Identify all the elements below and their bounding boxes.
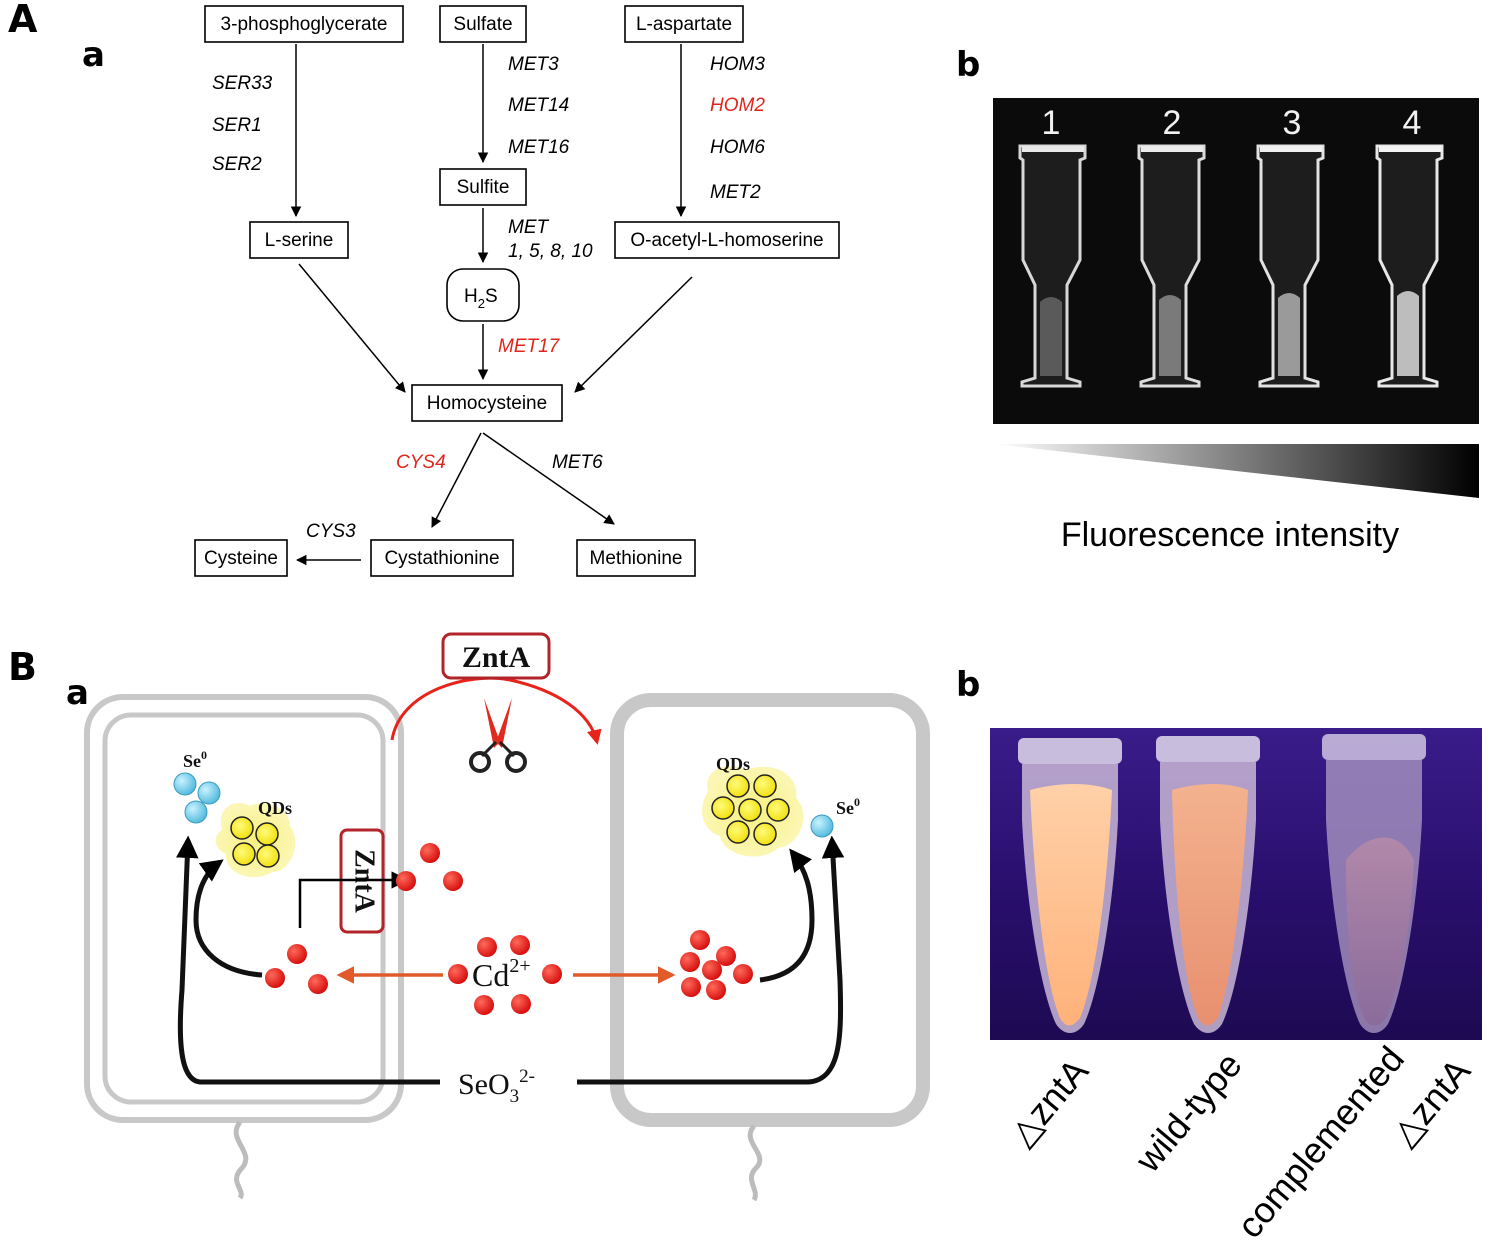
panel-label-B: B bbox=[8, 645, 37, 689]
box-aspartate bbox=[624, 5, 744, 43]
scissors-icon bbox=[469, 698, 527, 773]
tube-photo bbox=[990, 728, 1482, 1040]
label-h2s: H2S bbox=[464, 286, 498, 311]
box-sulfite bbox=[439, 168, 527, 206]
label-homocysteine: Homocysteine bbox=[427, 393, 547, 414]
panel-label-A: A bbox=[8, 0, 38, 41]
se0-cluster-left bbox=[173, 772, 221, 824]
cuvette-3 bbox=[1256, 144, 1325, 388]
gene-met14: MET14 bbox=[508, 95, 569, 116]
tube-1 bbox=[1018, 738, 1122, 1033]
tube-3 bbox=[1322, 734, 1426, 1033]
gene-met6: MET6 bbox=[552, 452, 603, 473]
panel-label-A-a: a bbox=[82, 35, 105, 75]
efflux-cd-ions bbox=[396, 843, 463, 891]
qds-label-right: QDs bbox=[716, 754, 750, 774]
label-serine: L-serine bbox=[265, 230, 334, 251]
box-phosphoglycerate bbox=[204, 5, 404, 43]
box-sulfate bbox=[439, 5, 527, 43]
cuvette-1 bbox=[1018, 144, 1087, 388]
gene-met-numbers: 1, 5, 8, 10 bbox=[508, 241, 593, 262]
cd-to-qds-arrow-right bbox=[759, 848, 815, 983]
gene-met2: MET2 bbox=[710, 182, 761, 203]
gene-hom6: HOM6 bbox=[710, 137, 765, 158]
pathway-diagram: 3-phosphoglycerate Sulfate L-aspartate S… bbox=[194, 5, 840, 577]
qds-cluster-left bbox=[230, 816, 280, 868]
gene-met17: MET17 bbox=[498, 336, 561, 357]
label-methionine: Methionine bbox=[590, 548, 683, 569]
znta-top-label: ZntA bbox=[462, 641, 531, 674]
arrow-homocysteine-methionine bbox=[482, 432, 615, 525]
label-cysteine: Cysteine bbox=[204, 548, 278, 569]
cuvette-label-2: 2 bbox=[1163, 104, 1182, 142]
efflux-arrow bbox=[298, 871, 409, 928]
panel-label-B-a: a bbox=[66, 673, 89, 713]
cuvette-label-3: 3 bbox=[1283, 104, 1302, 142]
se0-particle-right bbox=[810, 814, 834, 838]
gene-cys4: CYS4 bbox=[396, 452, 446, 473]
arrow-serine-homocysteine bbox=[298, 263, 406, 393]
box-methionine bbox=[576, 539, 696, 577]
arrow-oah-homocysteine bbox=[574, 276, 693, 393]
box-h2s bbox=[446, 268, 520, 322]
seo3-label: SeO32- bbox=[458, 1066, 535, 1107]
qds-cluster-right bbox=[711, 774, 790, 846]
znta-top-box bbox=[441, 632, 551, 680]
znta-pump-label: ZntA bbox=[349, 849, 380, 914]
label-cystathionine: Cystathionine bbox=[384, 548, 499, 569]
seo3-to-se0-arrow-left bbox=[176, 835, 440, 1085]
cuvette-label-4: 4 bbox=[1403, 104, 1422, 142]
gene-ser2: SER2 bbox=[212, 154, 262, 175]
gene-ser33: SER33 bbox=[212, 73, 273, 94]
cell-left-outer bbox=[84, 694, 404, 1123]
se0-label-right: Se0 bbox=[836, 795, 860, 818]
gene-cys3: CYS3 bbox=[306, 521, 356, 542]
flagellum-left bbox=[233, 1120, 249, 1200]
cuvette-4 bbox=[1375, 144, 1444, 388]
cd-cluster-right bbox=[680, 930, 753, 1000]
panel-label-B-b: b bbox=[956, 665, 980, 705]
gene-met16: MET16 bbox=[508, 137, 570, 158]
cell-right-wall bbox=[610, 693, 930, 1127]
label-phosphoglycerate: 3-phosphoglycerate bbox=[221, 14, 388, 35]
cuvette-label-1: 1 bbox=[1042, 104, 1061, 142]
deletion-arrow bbox=[390, 676, 602, 745]
gene-met-group: MET bbox=[508, 217, 550, 238]
label-aspartate: L-aspartate bbox=[636, 14, 732, 35]
tube-label-1: △zntA bbox=[1001, 1051, 1097, 1154]
label-sulfate: Sulfate bbox=[453, 14, 512, 35]
tube-label-3: complemented bbox=[1229, 1038, 1412, 1245]
box-cystathionine bbox=[370, 539, 514, 577]
se0-label-left: Se0 bbox=[183, 748, 207, 771]
box-homocysteine bbox=[411, 384, 563, 422]
mechanism-diagram: ZntA ZntA bbox=[84, 632, 930, 1202]
box-acetylhomoserine bbox=[614, 221, 840, 259]
fluorescence-label: Fluorescence intensity bbox=[1061, 516, 1399, 554]
cd-cluster-center bbox=[448, 935, 562, 1015]
cd-label: Cd2+ bbox=[472, 955, 531, 993]
cuvette-photo: 1 2 3 4 bbox=[993, 98, 1479, 424]
gene-hom3: HOM3 bbox=[710, 54, 765, 75]
tube-2 bbox=[1156, 736, 1260, 1033]
seo3-to-se0-arrow-right bbox=[577, 835, 845, 1085]
gene-ser1: SER1 bbox=[212, 115, 262, 136]
label-acetylhomoserine: O-acetyl-L-homoserine bbox=[630, 230, 823, 251]
fluorescence-gradient-wedge bbox=[993, 444, 1479, 498]
gene-met3: MET3 bbox=[508, 54, 559, 75]
cd-to-qds-arrow-left bbox=[193, 859, 263, 978]
label-sulfite: Sulfite bbox=[457, 177, 510, 198]
flagellum-right bbox=[747, 1124, 763, 1202]
qds-label-left: QDs bbox=[258, 798, 292, 818]
gene-hom2: HOM2 bbox=[710, 95, 765, 116]
cd-cluster-left bbox=[265, 944, 328, 994]
arrow-homocysteine-cystathionine bbox=[431, 432, 482, 528]
cuvette-2 bbox=[1137, 144, 1206, 388]
panel-label-A-b: b bbox=[956, 45, 980, 85]
box-serine bbox=[249, 221, 349, 259]
box-cysteine bbox=[194, 539, 288, 577]
tube-label-2: wild-type bbox=[1126, 1044, 1249, 1180]
